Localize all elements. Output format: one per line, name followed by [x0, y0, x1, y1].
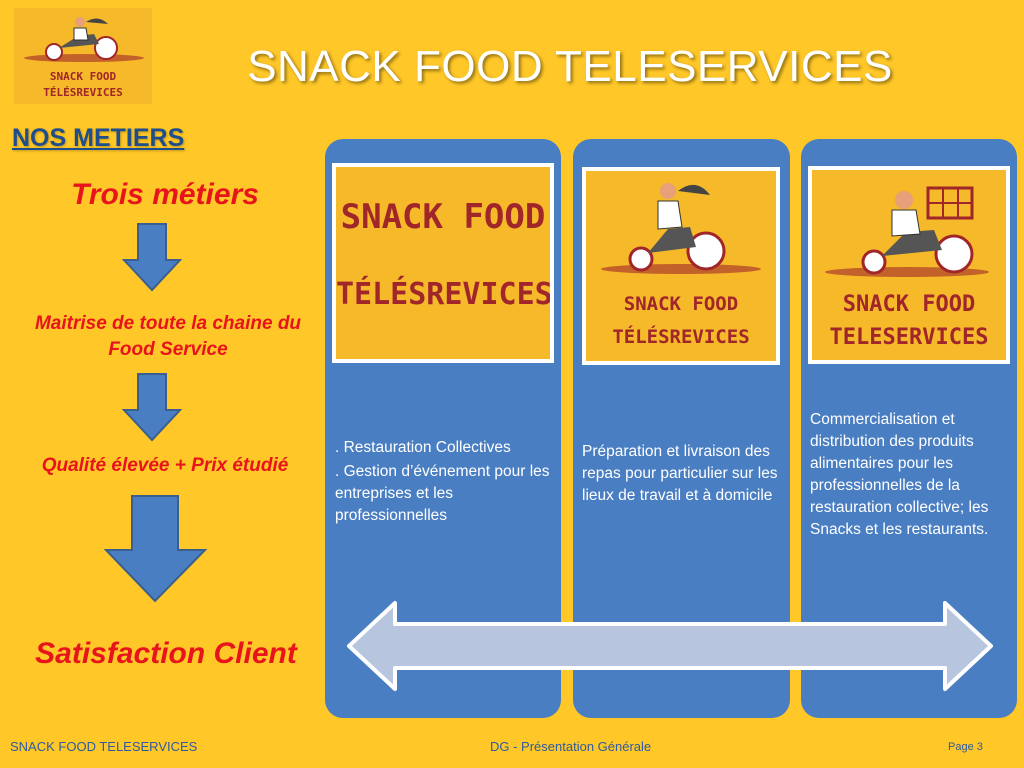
panel-1-text: . Restauration Collectives . Gestion d’é… — [335, 437, 557, 527]
down-arrow-icon — [122, 223, 182, 292]
panel-1-logo: SNACK FOOD TÉLÉSREVICES — [332, 163, 554, 363]
logo-line1: SNACK FOOD — [50, 70, 117, 83]
item-satisfaction: Satisfaction Client — [35, 637, 297, 670]
footer-company: SNACK FOOD TELESERVICES — [10, 739, 198, 754]
delivery-scooter-logo-icon — [601, 183, 761, 274]
panel-1-logo-line1: SNACK FOOD — [340, 197, 546, 237]
down-arrow-icon — [122, 373, 182, 442]
logo-line2: TÉLÉSREVICES — [43, 86, 122, 99]
item-qualite: Qualité élevée + Prix étudié — [41, 455, 289, 476]
footer-presentation: DG - Présentation Générale — [490, 739, 652, 754]
panel-3-logo: SNACK FOOD TELESERVICES — [808, 166, 1010, 364]
delivery-scooter-logo-icon: SNACK FOOD TÉLÉSREVICES — [24, 17, 144, 99]
section-heading: NOS METIERS — [12, 124, 185, 152]
item-trois-metiers: Trois métiers — [71, 178, 259, 211]
page-title: SNACK FOOD TELESERVICES — [247, 42, 893, 91]
metier-panel-2: SNACK FOOD TÉLÉSREVICES Préparation et l… — [573, 139, 790, 718]
panel-3-logo-line1: SNACK FOOD — [842, 292, 976, 317]
panel-3-text: Commercialisation et distribution des pr… — [810, 411, 989, 538]
panel-2-logo-line2: TÉLÉSREVICES — [612, 326, 750, 348]
panel-2-logo: SNACK FOOD TÉLÉSREVICES — [582, 167, 780, 365]
panel-1-line-1: . Restauration Collectives — [335, 439, 511, 456]
item-maitrise: Maitrise de toute la chaine du Food Serv… — [34, 313, 302, 360]
panel-2-text: Préparation et livraison des repas pour … — [582, 443, 778, 504]
metier-panel-1: SNACK FOOD TÉLÉSREVICES . Restauration C… — [325, 139, 561, 718]
panel-1-line-2: . Gestion d’événement pour les entrepris… — [335, 463, 550, 524]
double-arrow-icon — [347, 601, 993, 691]
panel-1-logo-line2: TÉLÉSREVICES — [336, 277, 550, 312]
footer-page-number: Page 3 — [948, 741, 983, 753]
panel-2-logo-line1: SNACK FOOD — [623, 293, 739, 315]
down-arrow-icon — [104, 495, 208, 603]
company-logo: SNACK FOOD TÉLÉSREVICES — [14, 8, 152, 104]
metier-panel-3: SNACK FOOD TELESERVICES Commercialisatio… — [801, 139, 1017, 718]
panel-3-logo-line2: TELESERVICES — [829, 325, 989, 350]
delivery-scooter-logo-icon — [825, 186, 989, 277]
